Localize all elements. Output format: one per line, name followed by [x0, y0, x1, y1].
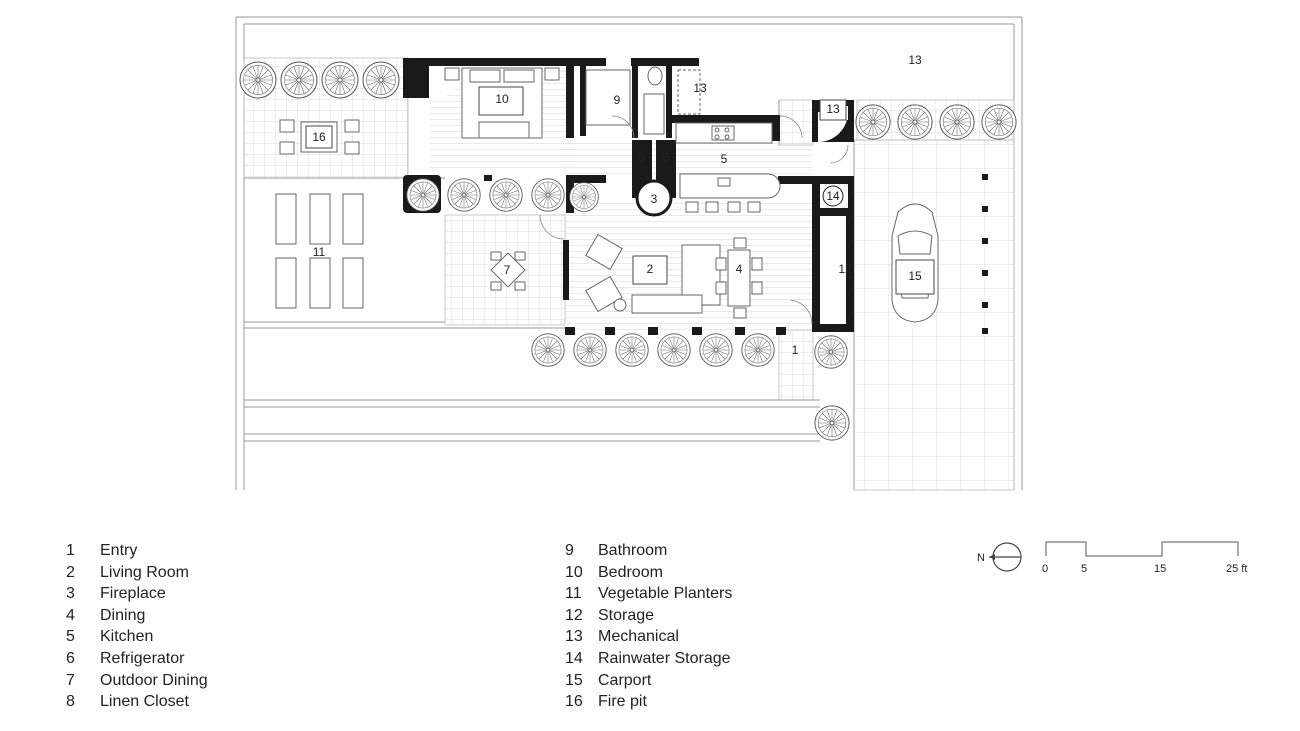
legend-label: Refrigerator	[100, 649, 185, 667]
legend-item: 7 Outdoor Dining	[66, 670, 208, 692]
north-label: N	[977, 552, 985, 564]
legend-number: 11	[565, 585, 582, 603]
legend-item: 15 Carport	[565, 670, 732, 692]
room-label-10: 10	[495, 92, 509, 106]
legend-item: 13 Mechanical	[565, 626, 732, 648]
legend-label: Carport	[598, 671, 652, 689]
legend-right: 9 Bathroom 10 Bedroom 11 Vegetable Planters…	[565, 540, 732, 713]
legend-label: Fireplace	[100, 585, 166, 603]
legend-label: Living Room	[100, 563, 189, 581]
room-label-3: 3	[651, 192, 658, 206]
room-label-1: 1	[792, 343, 799, 357]
legend-item: 14 Rainwater Storage	[565, 648, 732, 670]
scale-bar: 0 5 15 25 ft	[1042, 541, 1247, 575]
legend-label: Dining	[100, 606, 146, 624]
legend-item: 12 Storage	[565, 605, 732, 627]
legend-label: Vegetable Planters	[598, 585, 733, 603]
room-label-13a: 13	[693, 81, 707, 95]
room-marker-boxes	[305, 86, 935, 295]
outdoor-dining-table	[490, 251, 526, 291]
carport-posts	[982, 174, 988, 334]
legend-item: 1 Entry	[66, 540, 208, 562]
legend-number: 15	[565, 671, 583, 689]
legend-left: 1 Entry 2 Living Room 3 Fireplace 4 Dining 5…	[66, 540, 208, 713]
legend-label: Fire pit	[598, 693, 647, 711]
legend-label: Outdoor Dining	[100, 671, 208, 689]
legend-item: 5 Kitchen	[66, 626, 208, 648]
legend-label: Bathroom	[598, 542, 668, 559]
legend-label: Entry	[100, 542, 138, 559]
kitchen-fixtures	[675, 122, 781, 213]
room-label-6: 6	[663, 150, 670, 164]
room-label-8: 8	[638, 150, 645, 164]
room-label-12: 12	[838, 262, 852, 276]
room-label-15: 15	[908, 269, 922, 283]
legend-number: 8	[66, 693, 75, 711]
legend-number: 12	[565, 606, 583, 624]
legend-item: 10 Bedroom	[565, 562, 732, 584]
legend-number: 2	[66, 563, 75, 581]
living-furniture	[585, 233, 763, 319]
room-label-9: 9	[614, 93, 621, 107]
legend-number: 1	[66, 542, 75, 559]
scale-tick-0: 0	[1042, 563, 1048, 575]
door-swings	[539, 115, 849, 325]
legend-number: 16	[565, 693, 583, 711]
legend-item: 9 Bathroom	[565, 540, 732, 562]
room-label-4: 4	[736, 262, 743, 276]
room-label-5: 5	[721, 152, 728, 166]
room-label-11: 11	[313, 245, 326, 259]
legend-item: 8 Linen Closet	[66, 691, 208, 713]
legend-item: 11 Vegetable Planters	[565, 583, 732, 605]
vegetable-planters	[275, 193, 364, 309]
legend-number: 10	[565, 563, 583, 581]
room-label-14: 14	[826, 189, 840, 203]
scale-tick-15: 15	[1154, 563, 1166, 575]
legend-item: 4 Dining	[66, 605, 208, 627]
legend-number: 6	[66, 649, 75, 667]
room-label-13c: 13	[908, 53, 922, 67]
legend-label: Linen Closet	[100, 693, 189, 711]
legend-item: 6 Refrigerator	[66, 648, 208, 670]
room-label-13b: 13	[826, 102, 840, 116]
room-label-2: 2	[647, 262, 654, 276]
rainwater-tank	[822, 185, 844, 207]
bathroom-fixtures	[585, 66, 701, 135]
legend-item: 2 Living Room	[66, 562, 208, 584]
room-label-16: 16	[312, 130, 326, 144]
legend-item: 3 Fireplace	[66, 583, 208, 605]
room-labels: 1 2 3 4 5 6 7 8 9 10 11 12 13 13 13 14 1…	[312, 53, 922, 357]
fireplace-outline	[635, 179, 673, 217]
legend-label: Mechanical	[598, 628, 679, 646]
legend-number: 9	[565, 542, 574, 559]
legend-label: Bedroom	[598, 563, 663, 581]
legend-number: 3	[66, 585, 75, 603]
room-label-7: 7	[504, 263, 511, 277]
legend-number: 13	[565, 628, 583, 646]
scale-tick-25: 25 ft	[1226, 563, 1247, 575]
legend-number: 14	[565, 649, 583, 667]
legend-number: 4	[66, 606, 75, 624]
north-arrow: N	[977, 542, 1022, 572]
legend-label: Kitchen	[100, 628, 154, 646]
scale-tick-5: 5	[1081, 563, 1087, 575]
legend-label: Storage	[598, 606, 655, 624]
legend-item: 16 Fire pit	[565, 691, 732, 713]
legend-number: 7	[66, 671, 75, 689]
legend-label: Rainwater Storage	[598, 649, 731, 667]
legend-number: 5	[66, 628, 75, 646]
